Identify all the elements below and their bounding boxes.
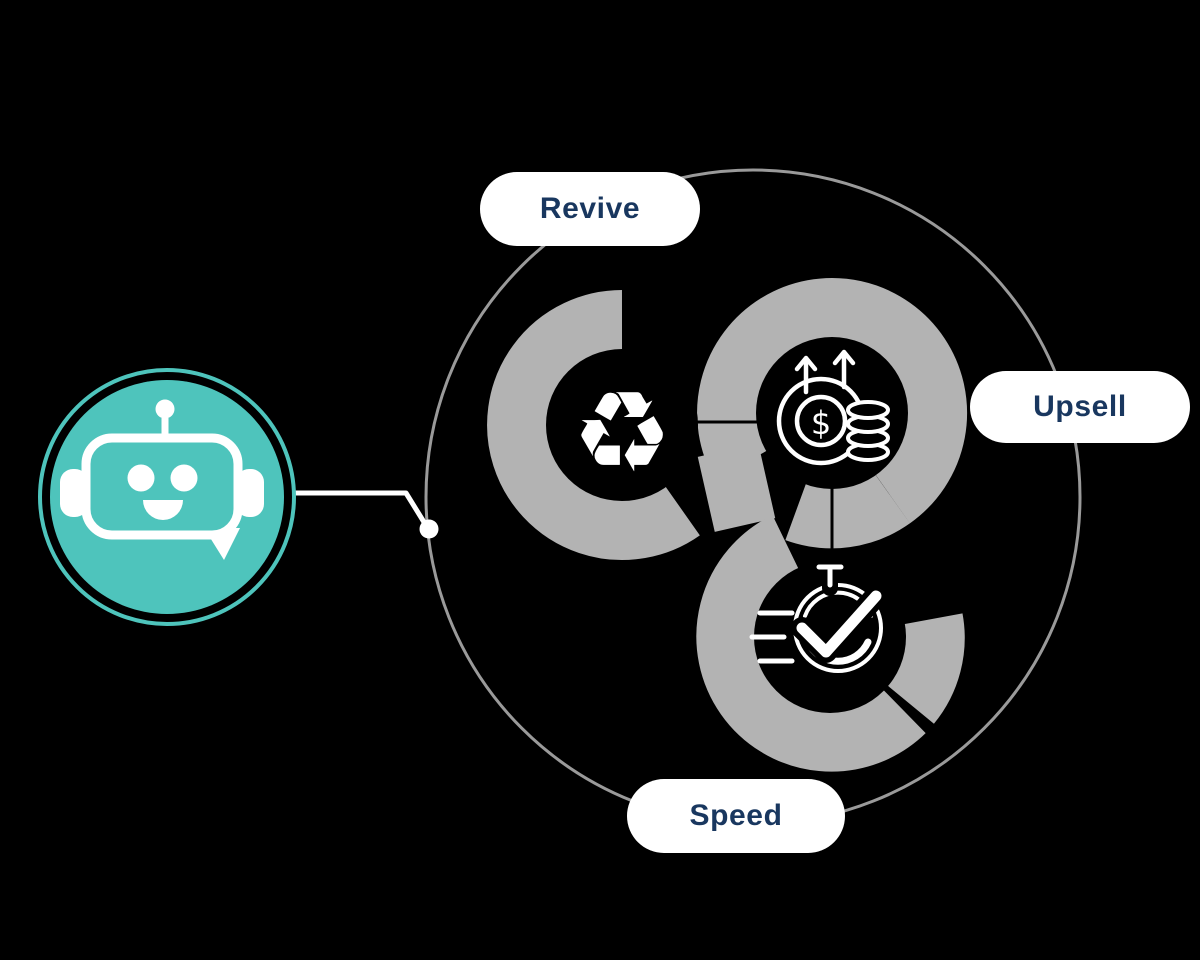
stopwatch-check-icon bbox=[749, 558, 887, 673]
coin-inner-circle bbox=[794, 394, 848, 448]
dollar-coins-growth-icon: $ bbox=[776, 349, 890, 466]
stopwatch-button bbox=[811, 558, 849, 596]
node-connectors bbox=[695, 420, 834, 563]
robot-ear-left bbox=[60, 469, 88, 517]
swirl-neck bbox=[785, 472, 910, 549]
robot-chat-icon bbox=[38, 368, 296, 626]
speed-lines-icon bbox=[749, 610, 795, 664]
robot-eye-left bbox=[127, 464, 155, 492]
robot-antenna-knob bbox=[155, 399, 175, 419]
swirl-upsell-arc bbox=[697, 278, 968, 524]
label-pill-revive: Revive bbox=[480, 172, 700, 246]
assistant-connector bbox=[294, 490, 439, 539]
robot-ear-right bbox=[236, 469, 264, 517]
swirl-revive-arc bbox=[487, 290, 700, 560]
upsell-label: Upsell bbox=[1033, 390, 1127, 423]
speed-label: Speed bbox=[689, 799, 783, 832]
recycle-icon: ♻︎ bbox=[572, 368, 672, 498]
revive-label: Revive bbox=[539, 192, 641, 225]
robot-mouth bbox=[143, 500, 183, 520]
dollar-sign: $ bbox=[811, 404, 831, 442]
connector-dot bbox=[419, 519, 439, 539]
checkmark-icon bbox=[796, 590, 882, 658]
robot-outer-ring bbox=[38, 368, 296, 626]
swirl-left-leg bbox=[697, 443, 776, 532]
label-pill-speed: Speed bbox=[627, 779, 845, 853]
robot-eye-right bbox=[170, 464, 198, 492]
revive-node-disc bbox=[546, 349, 698, 501]
swirl-shapes bbox=[487, 278, 968, 772]
robot-head bbox=[81, 433, 243, 540]
connector-line bbox=[294, 490, 430, 529]
swirl-speed-arc bbox=[696, 515, 926, 772]
growth-arrows-icon bbox=[794, 349, 856, 395]
swirl-east-tail bbox=[885, 613, 965, 724]
coin-stack-icon bbox=[846, 400, 890, 462]
label-pill-upsell: Upsell bbox=[970, 371, 1190, 443]
